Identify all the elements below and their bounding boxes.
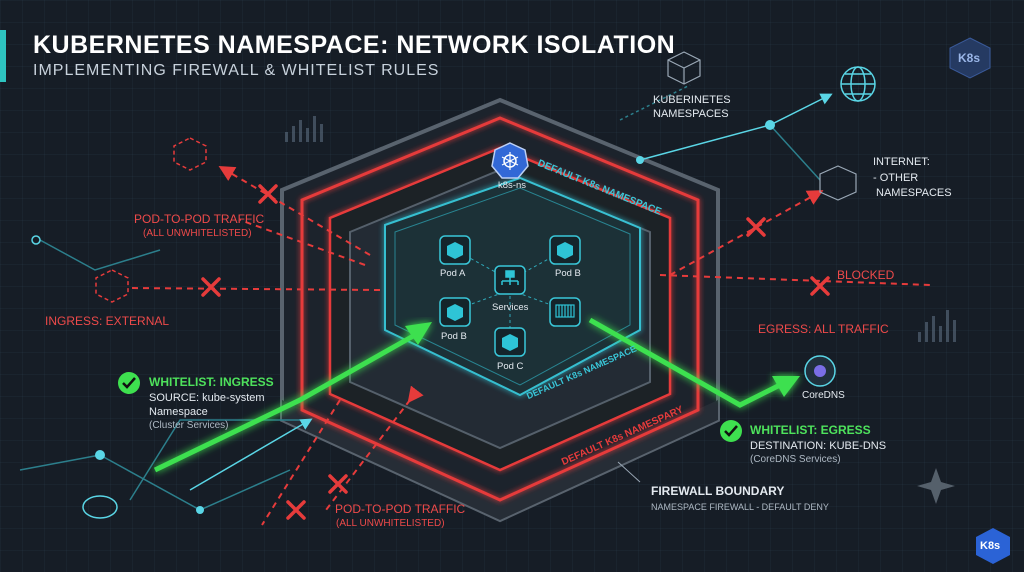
pod-to-pod-top-label: POD-TO-POD TRAFFIC	[134, 212, 265, 226]
egress-all-label: EGRESS: ALL TRAFFIC	[758, 322, 889, 336]
services-label: Services	[492, 302, 529, 313]
pod-cubes	[447, 242, 573, 351]
ingress-external-label: INGRESS: EXTERNAL	[45, 314, 170, 328]
deco-bars-left	[285, 116, 323, 142]
egress-arrow-head	[772, 376, 800, 397]
deco-bars-right	[918, 310, 956, 342]
ingress-arrow-head	[405, 322, 432, 345]
firewall-boundary-title: FIREWALL BOUNDARY	[651, 484, 785, 498]
k8s-badge-bottom-hex	[976, 528, 1010, 564]
firewall-boundary-sub: NAMESPACE FIREWALL - DEFAULT DENY	[651, 502, 829, 512]
k8s-badge-bottom: K8s	[980, 540, 1001, 552]
whitelist-egress-line2: (CoreDNS Services)	[750, 454, 841, 465]
k8s-badge-top-hex	[949, 37, 991, 79]
cube-icon-top	[667, 51, 701, 85]
internet-line2: - OTHER	[873, 172, 919, 184]
ingress-arrow-line	[153, 332, 417, 473]
blocked-x-2	[201, 277, 221, 297]
blocked-x-3	[746, 217, 766, 237]
kube-namespaces-line1: KUBERINETES	[653, 94, 731, 106]
pod-a-label: Pod A	[440, 268, 466, 279]
whitelist-egress-line1: DESTINATION: KUBE-DNS	[750, 440, 887, 452]
services-icon	[501, 270, 519, 285]
internet-line1: INTERNET:	[873, 156, 930, 168]
page-subtitle: IMPLEMENTING FIREWALL & WHITELIST RULES	[33, 62, 440, 79]
blocked-x-4	[810, 276, 830, 296]
check-icon-egress	[720, 420, 742, 442]
blocked-x-5	[286, 500, 306, 520]
kube-namespaces-line2: NAMESPACES	[653, 108, 729, 120]
endpoint-ellipse	[82, 495, 118, 519]
check-icon-ingress	[118, 372, 140, 394]
title-accent-bar	[0, 30, 6, 82]
blocked-x-6	[328, 474, 348, 494]
blocked-label: BLOCKED	[837, 268, 895, 282]
cube-icon-right	[819, 165, 857, 201]
blocked-markers	[201, 184, 830, 520]
egress-arrow-line	[588, 317, 782, 408]
pod-b-top-label: Pod B	[555, 268, 581, 279]
k8s-logo-icon	[491, 142, 529, 179]
k8s-ns-label: k8s-ns	[498, 180, 526, 191]
pod-to-pod-bottom-sub: (ALL UNWHITELISTED)	[336, 518, 445, 529]
ext-hex-1	[173, 137, 207, 171]
whitelist-egress-title: WHITELIST: EGRESS	[750, 423, 871, 437]
globe-icon	[840, 66, 876, 102]
link-nodes	[31, 120, 775, 514]
whitelist-ingress-title: WHITELIST: INGRESS	[149, 375, 274, 389]
sparkle-icon	[917, 468, 955, 504]
firewall-node-icon	[555, 304, 575, 318]
whitelist-ingress-line1: SOURCE: kube-system	[149, 392, 265, 404]
page-title: KUBERNETES NAMESPACE: NETWORK ISOLATION	[33, 31, 676, 59]
coredns-icon	[804, 355, 836, 387]
blocked-x-1	[258, 184, 278, 204]
whitelist-ingress-line3: (Cluster Services)	[149, 420, 229, 431]
whitelist-ingress-line2: Namespace	[149, 406, 208, 418]
internet-line3: NAMESPACES	[876, 187, 952, 199]
pod-b-left-label: Pod B	[441, 331, 467, 342]
blocked-lines	[129, 165, 931, 526]
pod-c-label: Pod C	[497, 361, 524, 372]
pod-to-pod-top-sub: (ALL UNWHITELISTED)	[143, 228, 252, 239]
pod-to-pod-bottom-label: POD-TO-POD TRAFFIC	[335, 502, 466, 516]
ext-hex-2	[95, 269, 129, 303]
k8s-badge-top: K8s	[958, 51, 981, 65]
coredns-label: CoreDNS	[802, 390, 845, 401]
